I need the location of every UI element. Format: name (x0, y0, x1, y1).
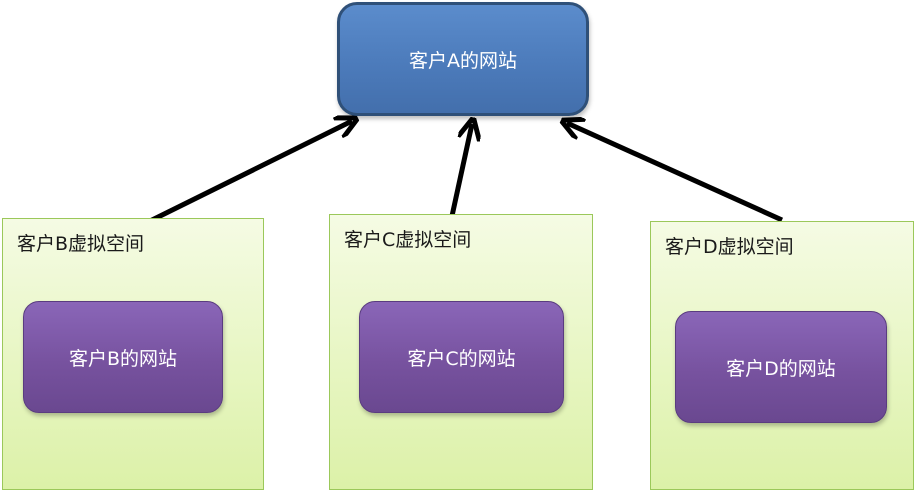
virtual-space-c-label: 客户C虚拟空间 (344, 229, 472, 251)
virtual-space-c: 客户C虚拟空间 客户C的网站 (329, 214, 593, 490)
virtual-space-d: 客户D虚拟空间 客户D的网站 (650, 221, 914, 490)
virtual-space-b-label: 客户B虚拟空间 (17, 233, 145, 255)
site-a-label: 客户A的网站 (409, 49, 517, 72)
virtual-space-d-label: 客户D虚拟空间 (665, 236, 794, 258)
arrow-c-to-a (449, 124, 472, 217)
site-d-label: 客户D的网站 (726, 357, 836, 380)
site-b-box: 客户B的网站 (23, 301, 223, 413)
site-b-label: 客户B的网站 (68, 347, 178, 370)
arrow-d-to-a (567, 123, 784, 223)
site-c-box: 客户C的网站 (359, 301, 564, 413)
site-a-box: 客户A的网站 (337, 2, 589, 116)
virtual-space-b: 客户B虚拟空间 客户B的网站 (2, 218, 264, 490)
site-c-label: 客户C的网站 (407, 347, 516, 370)
arrow-b-to-a (146, 121, 352, 225)
site-d-box: 客户D的网站 (675, 311, 887, 423)
